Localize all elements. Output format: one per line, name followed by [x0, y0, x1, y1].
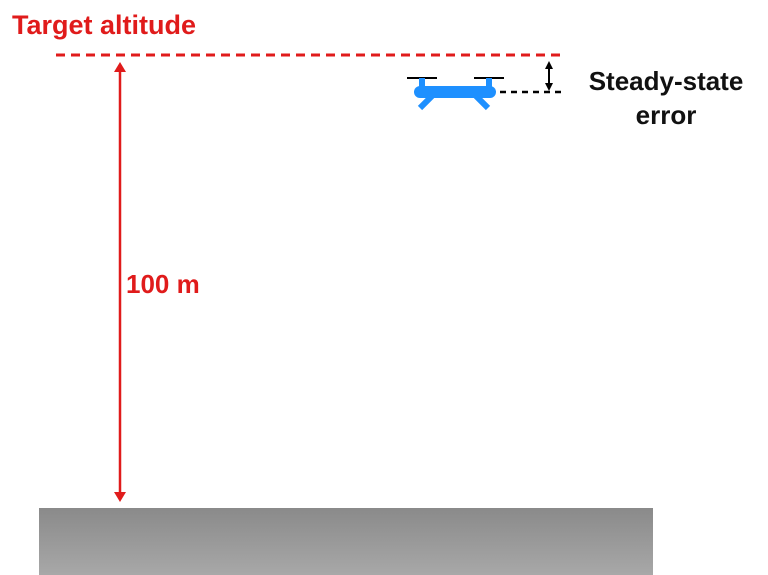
target-altitude-label: Target altitude — [12, 10, 197, 40]
arrow-head-up — [114, 62, 126, 72]
quadcopter-icon — [407, 77, 504, 111]
arrow-head-down — [114, 492, 126, 502]
steady-state-error-line2: error — [635, 100, 697, 130]
steady-state-error-marker — [500, 61, 566, 94]
steady-state-error-label: Steady-state error — [568, 64, 764, 132]
ground — [39, 508, 653, 575]
steady-state-error-line1: Steady-state — [588, 66, 744, 96]
distance-label: 100 m — [126, 269, 200, 299]
distance-arrow — [114, 62, 126, 502]
